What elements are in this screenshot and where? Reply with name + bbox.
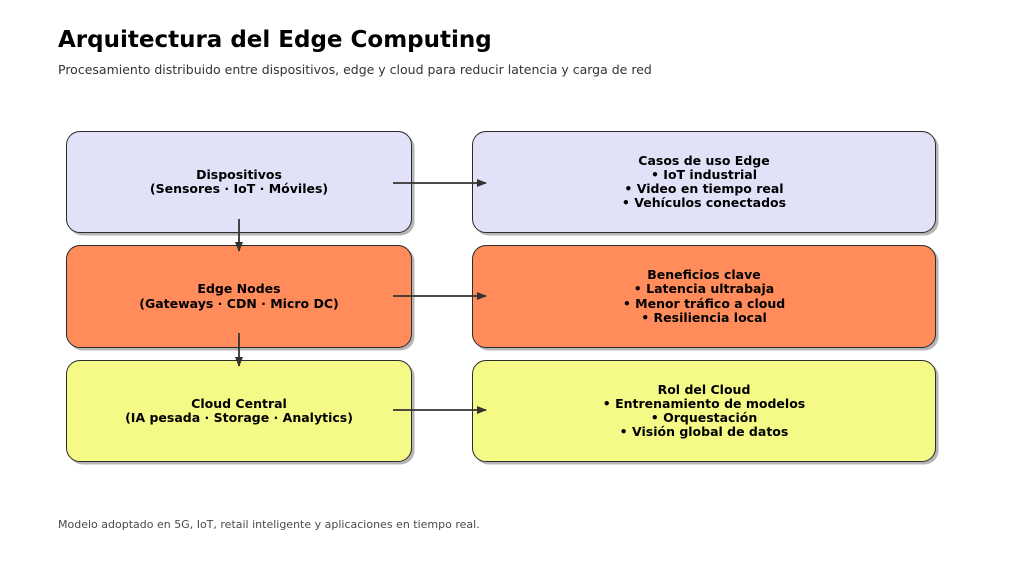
box-line: • Resiliencia local xyxy=(641,309,767,325)
box-line: • Orquestación xyxy=(650,410,758,425)
box-title: Rol del Cloud xyxy=(657,381,751,397)
box-title: Beneficios clave xyxy=(647,267,761,283)
box-casos-uso-edge: Casos de uso Edge • IoT industrial • Vid… xyxy=(472,131,936,233)
box-title: Dispositivos xyxy=(196,166,282,182)
box-line: (Sensores · IoT · Móviles) xyxy=(149,181,329,196)
box-dispositivos: Dispositivos (Sensores · IoT · Móviles) xyxy=(66,131,412,233)
box-title: Cloud Central xyxy=(191,395,287,411)
box-line: (IA pesada · Storage · Analytics) xyxy=(125,410,353,425)
box-title: Edge Nodes xyxy=(197,281,281,297)
box-line: • Latencia ultrabaja xyxy=(633,281,775,297)
box-line: • Video en tiempo real xyxy=(624,181,784,196)
box-edge-nodes: Edge Nodes (Gateways · CDN · Micro DC) xyxy=(66,245,412,348)
footnote: Modelo adoptado en 5G, IoT, retail intel… xyxy=(58,518,480,531)
box-line: • IoT industrial xyxy=(650,166,758,182)
box-line: • Vehículos conectados xyxy=(621,195,787,211)
box-cloud-central: Cloud Central (IA pesada · Storage · Ana… xyxy=(66,360,412,462)
box-line: • Visión global de datos xyxy=(619,424,789,440)
box-rol-del-cloud: Rol del Cloud • Entrenamiento de modelos… xyxy=(472,360,936,462)
box-beneficios-clave: Beneficios clave • Latencia ultrabaja • … xyxy=(472,245,936,348)
page-title: Arquitectura del Edge Computing xyxy=(58,27,492,53)
box-line: • Entrenamiento de modelos xyxy=(602,395,806,411)
page-subtitle: Procesamiento distribuido entre disposit… xyxy=(58,62,652,77)
box-line: • Menor tráfico a cloud xyxy=(622,295,786,311)
box-line: (Gateways · CDN · Micro DC) xyxy=(139,295,339,311)
box-title: Casos de uso Edge xyxy=(638,152,770,168)
